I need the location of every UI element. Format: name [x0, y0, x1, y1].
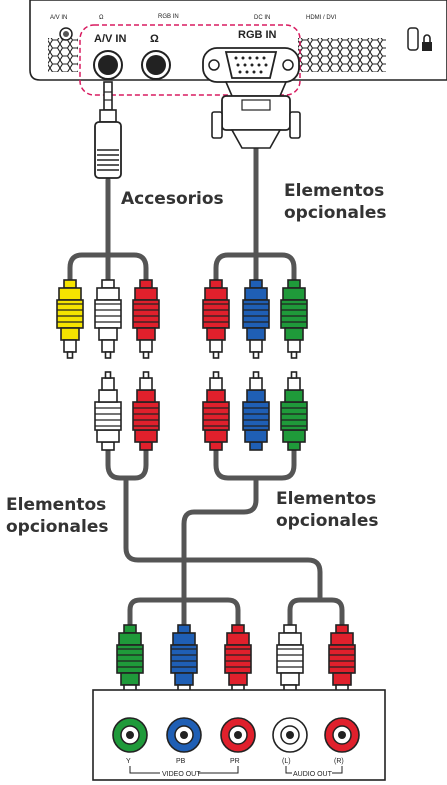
audio-out-label: AUDIO OUT — [293, 771, 333, 778]
kensington-slot-icon — [407, 27, 419, 51]
elementos-top-line1: Elementos — [284, 181, 385, 201]
rca-plug-green-mid — [280, 371, 308, 451]
jack-label-pb: PB — [176, 758, 186, 765]
jack-pr[interactable] — [220, 717, 256, 753]
vent-grille-left — [48, 38, 78, 72]
rca-plug-yellow — [56, 279, 84, 359]
vga-plug — [211, 81, 301, 149]
rca-plug-red-comp-mid — [202, 371, 230, 451]
lock-icon — [422, 34, 432, 51]
rca-plug-red-top — [132, 279, 160, 359]
rca-plug-white-mid — [94, 371, 122, 451]
jack-label-y: Y — [126, 758, 131, 765]
highlight-region — [79, 24, 301, 96]
video-out-label: VIDEO OUT — [162, 771, 201, 778]
rgb-in-label: RGB IN — [238, 29, 277, 41]
rca-plug-red-mid — [132, 371, 160, 451]
rca-plug-green-top — [280, 279, 308, 359]
rca-plug-blue-top — [242, 279, 270, 359]
jack-label-pr: PR — [230, 758, 240, 765]
rca-plug-red-audio-bottom — [328, 624, 356, 704]
jack-y[interactable] — [112, 717, 148, 753]
elementos-top-line2: opcionales — [284, 203, 387, 223]
elementos-left-line1: Elementos — [6, 495, 107, 515]
port-label-headphone: Ω — [99, 15, 104, 21]
out-brackets — [129, 766, 343, 774]
av-minijack-plug — [94, 81, 122, 179]
projector-panel: A/V IN Ω RGB IN DC IN HDMI / DVI A/V IN … — [29, 0, 447, 96]
av-in-label: A/V IN — [94, 33, 126, 45]
port-label-rgb: RGB IN — [158, 14, 179, 20]
port-label-dc: DC IN — [254, 15, 270, 21]
rgb-in-port[interactable] — [202, 47, 300, 83]
cables — [67, 145, 345, 628]
port-label-hdmi: HDMI / DVI — [306, 15, 337, 21]
jack-audio-l[interactable] — [272, 717, 308, 753]
jack-audio-r[interactable] — [324, 717, 360, 753]
rca-plug-blue-mid — [242, 371, 270, 451]
accesorios-label: Accesorios — [121, 189, 224, 209]
rca-plug-white-top — [94, 279, 122, 359]
jack-pb[interactable] — [166, 717, 202, 753]
headphone-label: Ω — [150, 33, 159, 45]
elementos-left-line2: opcionales — [6, 517, 109, 537]
rca-plug-red-rgb — [202, 279, 230, 359]
port-label-av: A/V IN — [50, 15, 67, 21]
rca-plug-green-bottom — [116, 624, 144, 704]
elementos-right-line2: opcionales — [276, 511, 379, 531]
jack-label-l: (L) — [282, 758, 291, 765]
jack-label-r: (R) — [334, 758, 344, 765]
elementos-right-line1: Elementos — [276, 489, 377, 509]
vent-grille-right — [298, 38, 386, 72]
